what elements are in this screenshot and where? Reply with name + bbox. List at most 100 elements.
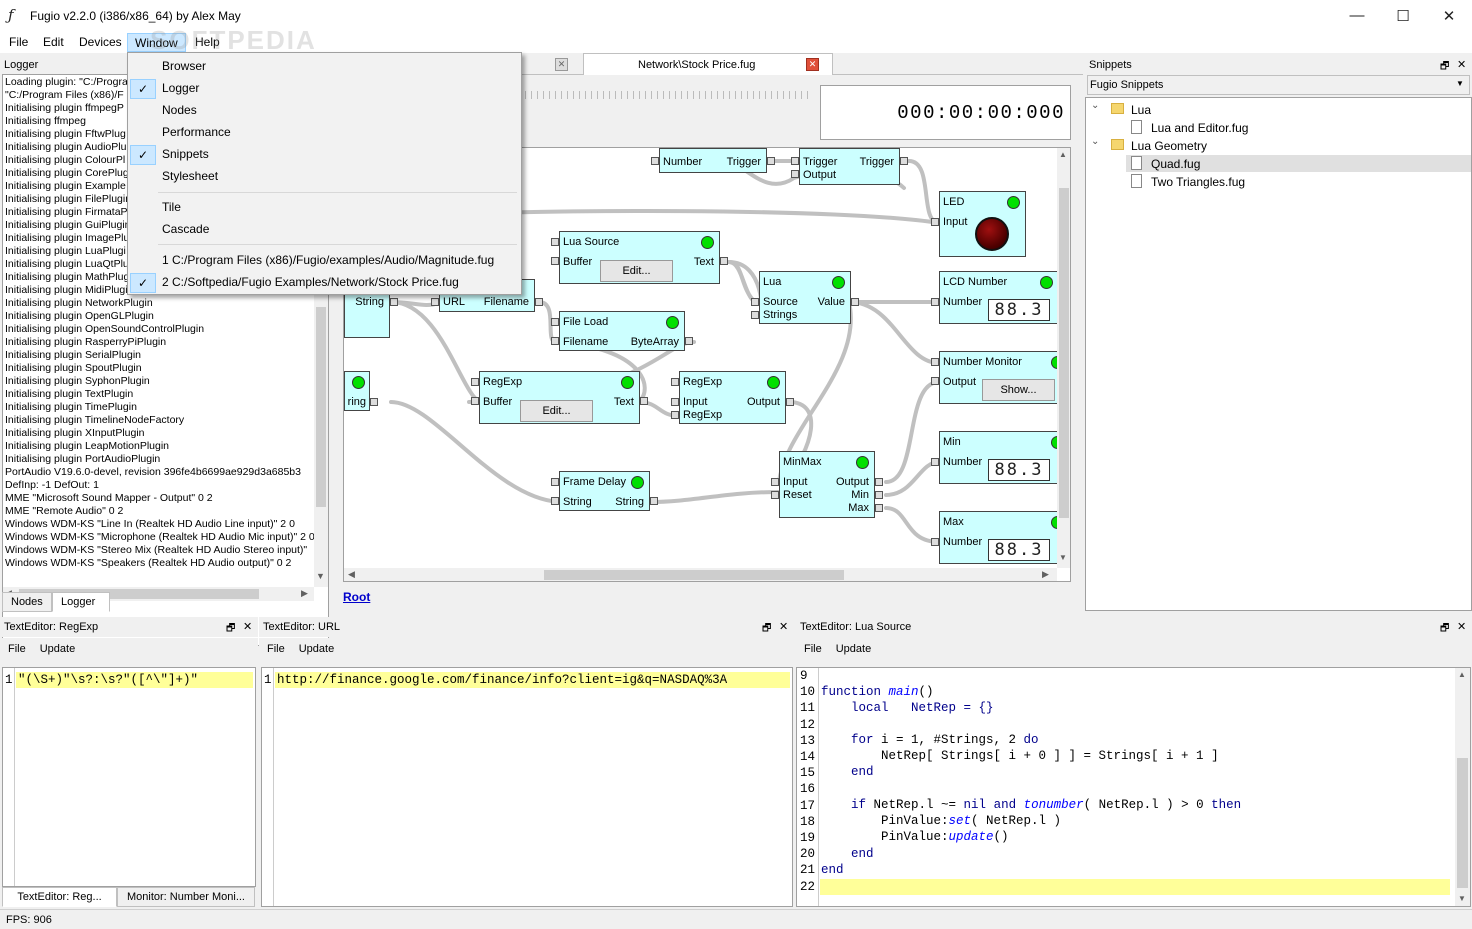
- tab-texteditor-regexp[interactable]: TextEditor: Reg...: [2, 887, 117, 907]
- output-pin[interactable]: [390, 298, 398, 306]
- float-icon[interactable]: 🗗: [1440, 623, 1450, 634]
- close-icon[interactable]: ✕: [1457, 59, 1467, 71]
- output-pin[interactable]: [875, 478, 883, 486]
- float-icon[interactable]: 🗗: [226, 623, 236, 634]
- editor-menu-file[interactable]: File: [8, 643, 26, 655]
- show-button[interactable]: Show...: [982, 379, 1055, 401]
- input-pin[interactable]: [471, 378, 479, 386]
- scroll-down-icon[interactable]: ▼: [1458, 894, 1466, 903]
- scroll-down-icon[interactable]: ▼: [316, 571, 325, 581]
- tree-item-two-triangles[interactable]: Two Triangles.fug: [1151, 175, 1246, 189]
- input-pin[interactable]: [931, 358, 939, 366]
- editor-vscroll-thumb[interactable]: [1457, 758, 1468, 888]
- menu-item-nodes[interactable]: Nodes: [162, 103, 197, 117]
- node-max[interactable]: Max Number 88.3: [939, 511, 1064, 564]
- menu-devices[interactable]: Devices: [79, 35, 122, 49]
- editor-menu-update[interactable]: Update: [835, 643, 872, 655]
- input-pin[interactable]: [671, 398, 679, 406]
- node-trigger[interactable]: Trigger Trigger Output: [799, 148, 900, 185]
- tree-item-lua-geometry[interactable]: Lua Geometry: [1131, 139, 1208, 153]
- input-pin[interactable]: [931, 458, 939, 466]
- menu-item-logger[interactable]: Logger: [162, 81, 200, 95]
- input-pin[interactable]: [551, 497, 559, 505]
- output-pin[interactable]: [370, 398, 378, 406]
- node-minmax[interactable]: MinMax Input Reset Output Min Max: [779, 451, 875, 518]
- minimize-button[interactable]: —: [1349, 7, 1365, 24]
- editor-regexp-text[interactable]: 1 "(\S+)"\s?:\s?"([^\"]+)": [2, 667, 256, 887]
- node-canvas[interactable]: Number Trigger Trigger Trigger Output LE…: [343, 147, 1071, 582]
- breadcrumb-root[interactable]: Root: [343, 590, 371, 604]
- node-trigger-number[interactable]: Number Trigger: [659, 148, 767, 173]
- output-pin[interactable]: [640, 397, 648, 405]
- input-pin[interactable]: [551, 337, 559, 345]
- input-pin[interactable]: [651, 157, 659, 165]
- input-pin[interactable]: [931, 538, 939, 546]
- tree-item-lua[interactable]: Lua: [1131, 103, 1152, 117]
- scroll-up-icon[interactable]: ▲: [1458, 670, 1466, 679]
- editor-url-text[interactable]: 1 http://finance.google.com/finance/info…: [261, 667, 793, 907]
- chevron-down-icon[interactable]: ▼: [1456, 79, 1464, 88]
- close-button[interactable]: ✕: [1442, 7, 1456, 25]
- tree-item-quad[interactable]: Quad.fug: [1151, 157, 1201, 171]
- menu-item-browser[interactable]: Browser: [162, 59, 207, 73]
- close-icon[interactable]: ✕: [779, 621, 789, 633]
- input-pin[interactable]: [771, 478, 779, 486]
- tree-expand-icon[interactable]: ⌄: [1091, 100, 1100, 111]
- node-lua[interactable]: Lua Source Strings Value: [759, 271, 851, 324]
- node-string-2[interactable]: ring: [344, 371, 370, 411]
- canvas-vscrollbar[interactable]: ▲ ▼: [1057, 148, 1070, 568]
- editor-vscrollbar[interactable]: ▲ ▼: [1455, 668, 1470, 906]
- float-icon[interactable]: 🗗: [1440, 61, 1450, 72]
- close-tab-icon[interactable]: ✕: [555, 58, 568, 71]
- menu-item-performance[interactable]: Performance: [162, 125, 231, 139]
- menu-edit[interactable]: Edit: [43, 35, 64, 49]
- menu-window[interactable]: Window: [127, 33, 186, 52]
- input-pin[interactable]: [751, 298, 759, 306]
- input-pin[interactable]: [751, 311, 759, 319]
- editor-menu-file[interactable]: File: [804, 643, 822, 655]
- output-pin[interactable]: [900, 157, 908, 165]
- float-icon[interactable]: 🗗: [762, 623, 772, 634]
- editor-menu-update[interactable]: Update: [298, 643, 335, 655]
- edit-button[interactable]: Edit...: [600, 260, 673, 282]
- edit-button[interactable]: Edit...: [520, 400, 593, 422]
- logger-scroll-thumb[interactable]: [316, 307, 326, 507]
- maximize-button[interactable]: ☐: [1396, 7, 1410, 25]
- menu-item-tile[interactable]: Tile: [162, 200, 181, 214]
- node-lua-source[interactable]: Lua Source Buffer Text Edit...: [559, 231, 720, 284]
- menu-item-stylesheet[interactable]: Stylesheet: [162, 169, 219, 183]
- output-pin[interactable]: [767, 157, 775, 165]
- output-pin[interactable]: [650, 497, 658, 505]
- tree-expand-icon[interactable]: ⌄: [1091, 136, 1100, 147]
- output-pin[interactable]: [720, 257, 728, 265]
- menu-file[interactable]: File: [9, 35, 29, 49]
- scroll-right-icon[interactable]: ▶: [1042, 569, 1049, 579]
- close-icon[interactable]: ✕: [1457, 621, 1467, 633]
- menu-help[interactable]: Help: [195, 35, 220, 49]
- node-regexp[interactable]: RegExp Buffer Text Edit...: [479, 371, 640, 424]
- output-pin[interactable]: [851, 298, 859, 306]
- input-pin[interactable]: [931, 218, 939, 226]
- input-pin[interactable]: [551, 257, 559, 265]
- tree-item-lua-and-editor[interactable]: Lua and Editor.fug: [1151, 121, 1249, 135]
- tab-nodes[interactable]: Nodes: [2, 592, 52, 612]
- tab-monitor-number[interactable]: Monitor: Number Moni...: [117, 887, 255, 907]
- output-pin[interactable]: [875, 504, 883, 512]
- scroll-down-icon[interactable]: ▼: [1059, 553, 1067, 562]
- canvas-hscroll-thumb[interactable]: [544, 570, 844, 580]
- input-pin[interactable]: [771, 491, 779, 499]
- close-tab-icon[interactable]: ✕: [806, 58, 819, 71]
- close-icon[interactable]: ✕: [243, 621, 253, 633]
- input-pin[interactable]: [671, 411, 679, 419]
- node-regexp-2[interactable]: RegExp Input RegExp Output: [679, 371, 786, 424]
- input-pin[interactable]: [791, 157, 799, 165]
- input-pin[interactable]: [551, 238, 559, 246]
- input-pin[interactable]: [931, 298, 939, 306]
- scroll-right-icon[interactable]: ▶: [301, 588, 308, 598]
- node-frame-delay[interactable]: Frame Delay String String: [559, 471, 650, 511]
- input-pin[interactable]: [551, 478, 559, 486]
- canvas-hscrollbar[interactable]: ◀ ▶: [344, 568, 1057, 581]
- input-pin[interactable]: [471, 397, 479, 405]
- canvas-vscroll-thumb[interactable]: [1059, 188, 1069, 518]
